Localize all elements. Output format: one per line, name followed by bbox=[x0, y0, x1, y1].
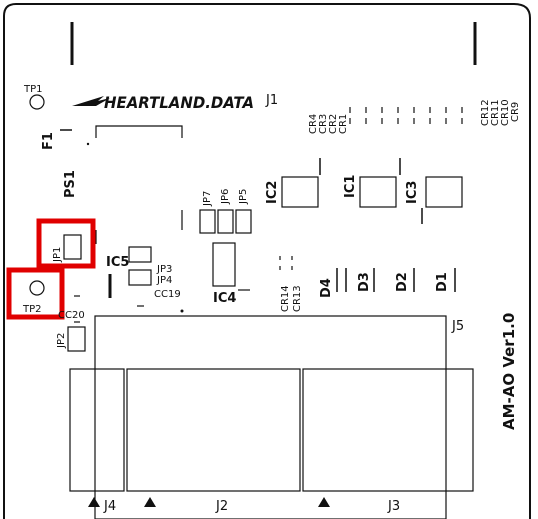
j3-pin1-icon bbox=[318, 497, 330, 507]
cr10-label: CR10 bbox=[500, 99, 511, 126]
d2-label: D2 bbox=[395, 272, 410, 292]
ic3-label: IC3 bbox=[405, 181, 420, 204]
jp1-label: JP1 bbox=[52, 247, 63, 263]
tp2-highlight-box[interactable] bbox=[6, 267, 65, 320]
ic5-label: IC5 bbox=[106, 255, 129, 270]
jp1-pad bbox=[63, 234, 82, 260]
ic1-label: IC1 bbox=[343, 175, 358, 198]
f1-label: F1 bbox=[41, 132, 56, 150]
j5-label: J5 bbox=[451, 319, 464, 334]
d1-label: D1 bbox=[435, 272, 450, 292]
jp5-label: JP5 bbox=[238, 189, 249, 205]
cr13-label: CR13 bbox=[292, 285, 303, 312]
cr4-label: CR4 bbox=[308, 114, 319, 134]
tp2-label: TP2 bbox=[22, 304, 42, 315]
ic4-label: IC4 bbox=[213, 291, 236, 306]
board-outline bbox=[3, 3, 531, 519]
cr3-label: CR3 bbox=[318, 114, 329, 134]
cc20-label: CC20 bbox=[58, 310, 85, 321]
jp6-label: JP6 bbox=[220, 189, 231, 205]
wing-logo-icon bbox=[72, 96, 110, 106]
j3-label: J3 bbox=[387, 499, 400, 514]
ic5-pad bbox=[128, 246, 152, 263]
d3-label: D3 bbox=[357, 272, 372, 292]
f1-dot bbox=[86, 142, 90, 146]
tp1-label: TP1 bbox=[23, 84, 43, 95]
j2-pin1-icon bbox=[144, 497, 156, 507]
cr1-label: CR1 bbox=[338, 114, 349, 134]
cr13-14-pads bbox=[279, 256, 293, 270]
cr9-label: CR9 bbox=[510, 102, 521, 122]
ps1-label: PS1 bbox=[63, 170, 78, 198]
ic2-label: IC2 bbox=[265, 181, 280, 204]
board-title: AM-AO Ver1.0 bbox=[500, 313, 518, 430]
jp3-jp4-pad bbox=[128, 269, 152, 286]
jp4-label: JP4 bbox=[156, 275, 172, 286]
cr2-label: CR2 bbox=[328, 114, 339, 134]
cr-top-pads bbox=[349, 107, 463, 124]
ps1-outline bbox=[95, 125, 183, 244]
jp2-pad bbox=[67, 326, 86, 352]
jp6-pad bbox=[217, 209, 234, 234]
j4-pin1-icon bbox=[88, 497, 100, 507]
jp5-pad bbox=[235, 209, 252, 234]
j4-outline bbox=[69, 368, 125, 492]
ic1-body bbox=[359, 176, 397, 208]
company-logo-text: HEARTLAND.DATA bbox=[104, 93, 254, 112]
ic2-body bbox=[281, 176, 319, 208]
tp1-pad bbox=[29, 94, 45, 110]
cr12-label: CR12 bbox=[480, 99, 491, 126]
ic3-body bbox=[425, 176, 463, 208]
j5-outline bbox=[94, 315, 447, 519]
cr11-label: CR11 bbox=[490, 99, 501, 126]
j1-label: J1 bbox=[265, 93, 278, 108]
j2-label: J2 bbox=[215, 499, 228, 514]
j3-outline bbox=[302, 368, 474, 492]
j2-outline bbox=[126, 368, 301, 492]
j4-label: J4 bbox=[103, 499, 116, 514]
ic4-body bbox=[212, 242, 236, 287]
jp7-label: JP7 bbox=[202, 191, 213, 207]
cc19-label: CC19 bbox=[154, 289, 181, 300]
jp2-label: JP2 bbox=[56, 333, 67, 349]
jp1-highlight-box[interactable] bbox=[36, 218, 96, 269]
d4-label: D4 bbox=[319, 278, 334, 298]
jp7-pad bbox=[199, 209, 216, 234]
tp2-pad bbox=[29, 280, 45, 296]
jp3-label: JP3 bbox=[156, 264, 172, 275]
cc19-dot bbox=[180, 309, 184, 313]
cr14-label: CR14 bbox=[280, 285, 291, 312]
